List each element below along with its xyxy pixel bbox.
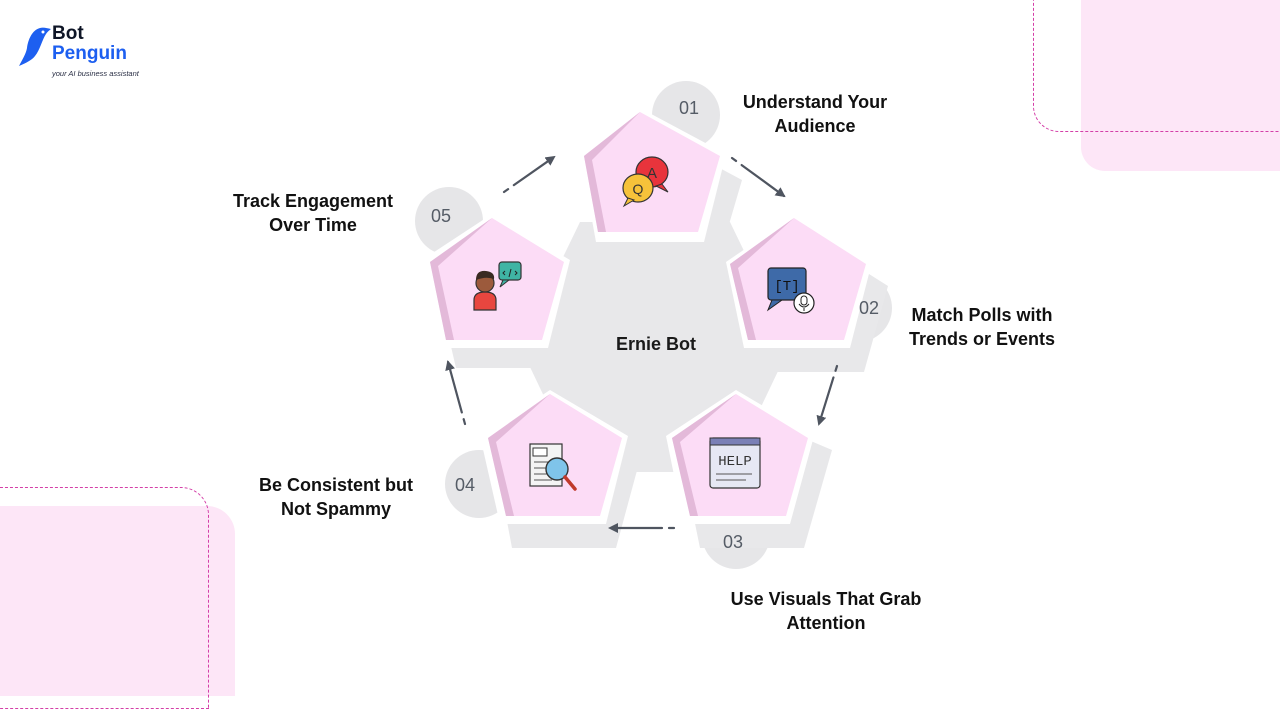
icon-t-letter: [T] <box>774 279 799 295</box>
arrow-04-to-05 <box>445 360 467 426</box>
step-01-number: 01 <box>679 98 700 118</box>
step-05-label-line2: Over Time <box>269 215 357 235</box>
step-02-label-line1: Match Polls with <box>911 305 1053 325</box>
icon-a-letter: A <box>647 165 657 182</box>
step-05-label: Track Engagement Over Time <box>208 189 418 237</box>
step-02-label-line2: Trends or Events <box>908 329 1056 349</box>
top-right-pink-block <box>1081 0 1280 171</box>
step-03-label-line2: Attention <box>786 613 866 633</box>
step-03-number: 03 <box>723 532 744 552</box>
icon-q-letter: Q <box>633 181 644 197</box>
text-chat-microphone-icon: [T] <box>766 267 815 314</box>
q-and-a-speech-bubbles-icon: A Q <box>622 156 669 208</box>
step-04-number: 04 <box>455 475 476 495</box>
arrow-05-to-01 <box>502 155 556 194</box>
step-01-label: Understand Your Audience <box>715 90 915 138</box>
step-04-label-line1: Be Consistent but <box>258 475 413 495</box>
step-04-label-line2: Not Spammy <box>280 499 392 519</box>
cycle-arrows <box>445 155 839 533</box>
step-03-label: Use Visuals That Grab Attention <box>706 587 946 635</box>
brand-name-line1: Bot <box>52 23 84 44</box>
brand-name-line2: Penguin <box>52 43 127 64</box>
process-cycle-diagram: A Q [T] HELP <box>415 81 892 569</box>
step-05-pentagon <box>422 214 582 368</box>
step-02-number: 02 <box>859 298 880 318</box>
step-04-label: Be Consistent but Not Spammy <box>236 473 436 521</box>
person-code-bubble-icon <box>473 261 522 311</box>
step-02-label: Match Polls with Trends or Events <box>882 303 1082 351</box>
help-screen-icon: HELP <box>709 437 761 489</box>
top-right-dashed-outline <box>1033 0 1280 132</box>
center-label: Ernie Bot <box>615 334 696 354</box>
document-magnifier-icon <box>529 443 577 491</box>
penguin-logo-icon <box>19 27 51 67</box>
step-01-label-line1: Understand Your <box>742 92 888 112</box>
icon-help-text: HELP <box>718 454 752 470</box>
brand-tagline: your AI business assistant <box>52 69 139 78</box>
bottom-left-pink-block <box>0 506 235 696</box>
botpenguin-logo[interactable]: Bot Penguin your AI business assistant <box>18 24 158 84</box>
step-01-label-line2: Audience <box>774 116 856 136</box>
step-03-label-line1: Use Visuals That Grab <box>730 589 922 609</box>
arrow-01-to-02 <box>730 156 786 198</box>
arrow-02-to-03 <box>816 364 839 426</box>
step-01-pentagon <box>580 108 742 262</box>
step-05-label-line1: Track Engagement <box>232 191 394 211</box>
step-05-number: 05 <box>431 206 452 226</box>
